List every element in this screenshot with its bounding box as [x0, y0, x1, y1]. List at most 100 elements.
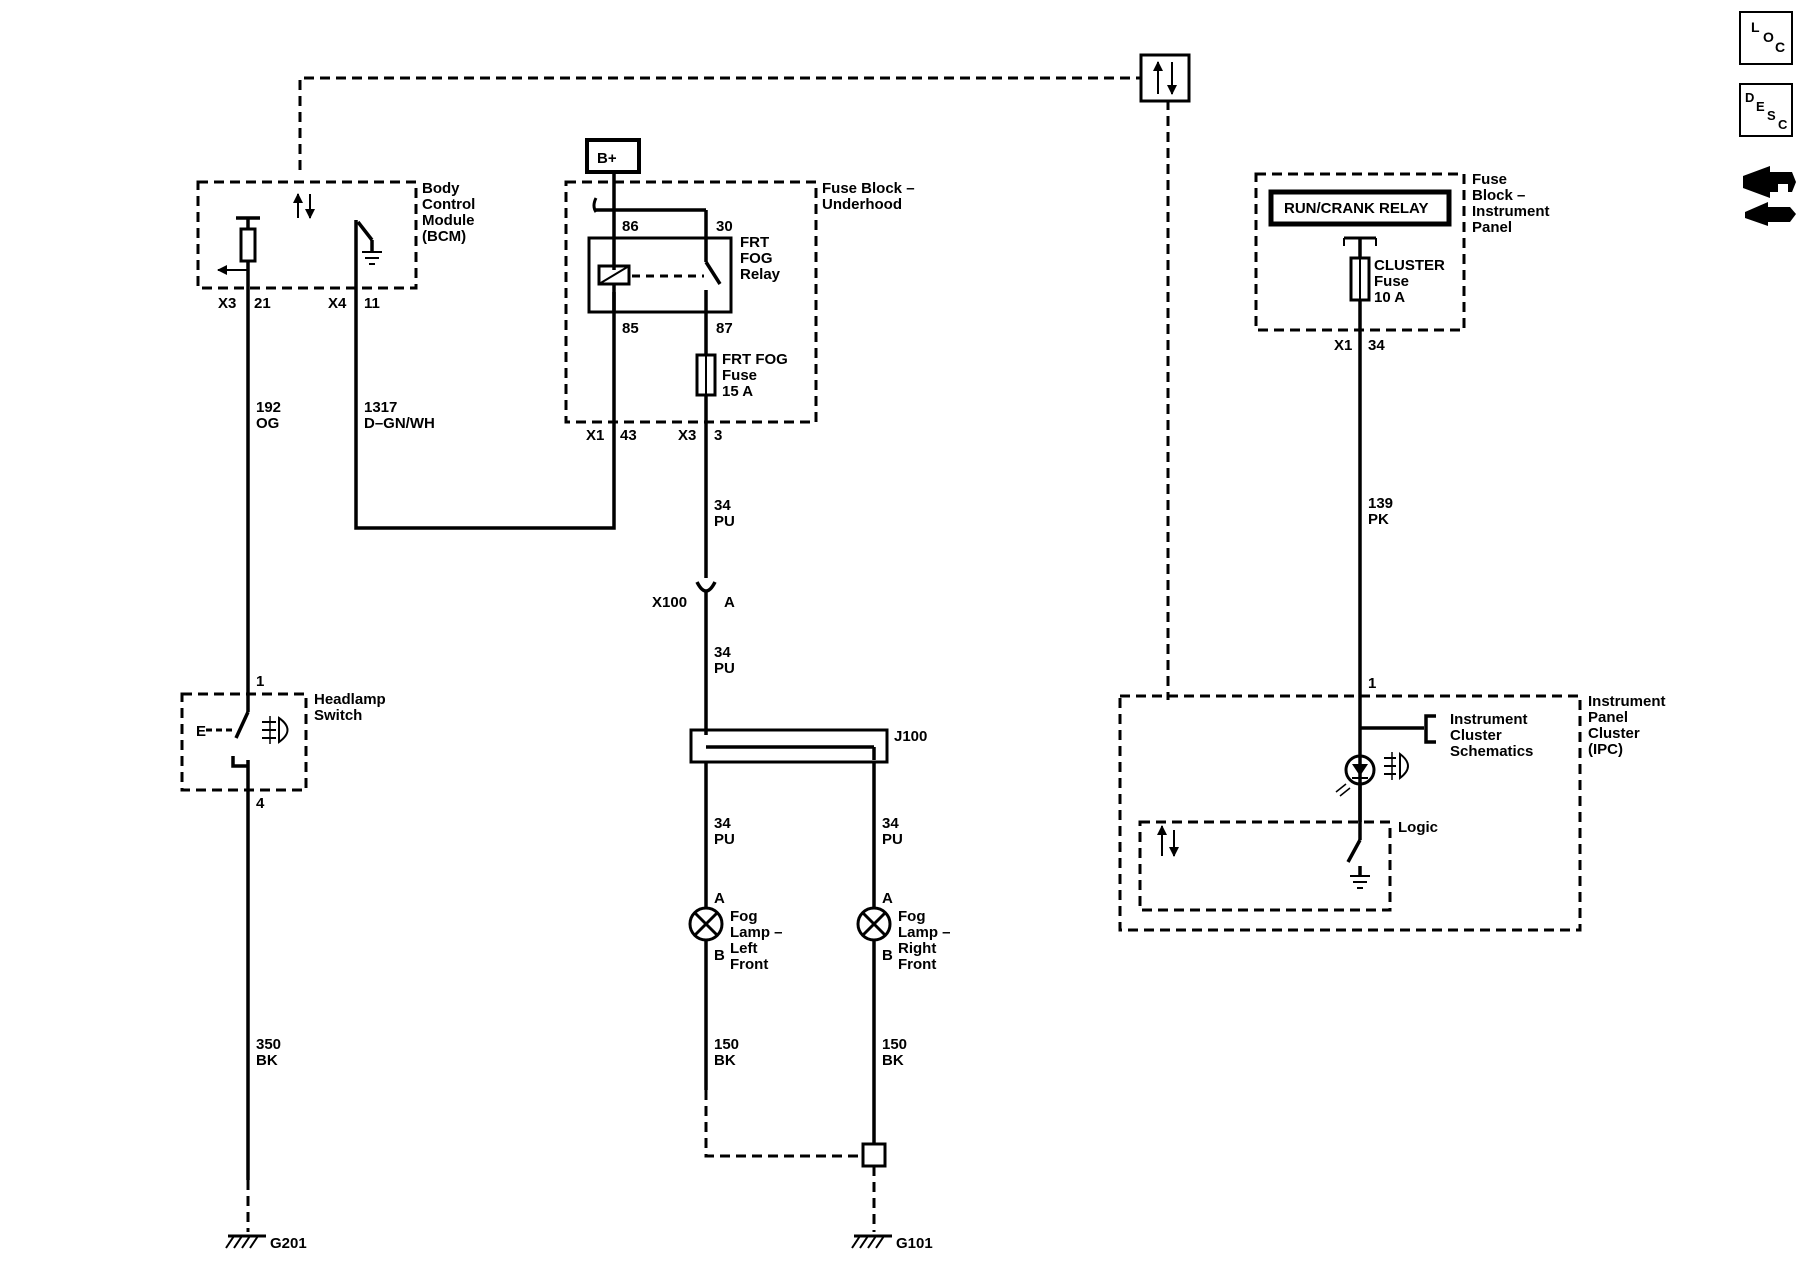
cluster-ref-label-1[interactable]: Instrument — [1450, 711, 1528, 728]
relay-label-3: Relay — [740, 266, 781, 283]
relay-label-1: FRT — [740, 234, 769, 251]
wire-34b-color: PU — [714, 660, 735, 677]
headlamp-label-1: Headlamp — [314, 691, 386, 708]
wire-1317 — [354, 220, 616, 530]
headlamp-switch-box — [180, 692, 308, 1180]
svg-text:L: L — [1751, 19, 1760, 35]
fbuh-pin-x1: X1 — [586, 427, 604, 444]
fog-left-label-3: Left — [730, 940, 758, 957]
fog-left-pin-b: B — [714, 947, 725, 964]
fuse-block-ip-label-1: Fuse — [1472, 171, 1507, 188]
headlamp-pin-1: 1 — [256, 673, 264, 690]
wire-1317-color: D–GN/WH — [364, 415, 435, 432]
relay-pin-87: 87 — [716, 320, 733, 337]
cluster-fuse-label-1: CLUSTER — [1374, 257, 1445, 274]
fbuh-pin-43: 43 — [620, 427, 637, 444]
wire-139-circuit: 139 — [1368, 495, 1393, 512]
ground-g101-label: G101 — [896, 1235, 933, 1252]
ipc-box — [1118, 694, 1582, 932]
fog-left-label-2: Lamp – — [730, 924, 783, 941]
bcm-pin-x4: X4 — [328, 295, 347, 312]
x100-name: X100 — [652, 594, 687, 611]
run-crank-relay-label: RUN/CRANK RELAY — [1284, 200, 1428, 217]
connector-view-icon[interactable] — [1743, 166, 1796, 226]
svg-text:E: E — [1756, 99, 1765, 114]
j100-name: J100 — [894, 728, 927, 745]
wire-34a-color: PU — [714, 513, 735, 530]
svg-text:C: C — [1778, 117, 1788, 132]
relay-pin-30: 30 — [716, 218, 733, 235]
bcm-pin-11: 11 — [364, 295, 380, 312]
fog-right-label-2: Lamp – — [898, 924, 951, 941]
frt-fog-relay — [587, 197, 733, 355]
relay-pin-86: 86 — [622, 218, 639, 235]
svg-text:O: O — [1763, 29, 1774, 45]
fog-lamp-right-icon — [856, 906, 892, 942]
headlamp-pin-4: 4 — [256, 795, 265, 812]
serial-data-line — [298, 76, 1170, 700]
wire-150l-color: BK — [714, 1052, 736, 1069]
wire-350-color: BK — [256, 1052, 278, 1069]
ground-g201-label: G201 — [270, 1235, 307, 1252]
svg-text:C: C — [1775, 39, 1785, 55]
wire-34a-circuit: 34 — [714, 497, 731, 514]
wire-34d-circuit: 34 — [882, 815, 899, 832]
location-icon[interactable]: L O C — [1739, 11, 1793, 65]
battery-label: B+ — [597, 150, 617, 167]
ground-g201-icon — [225, 1234, 266, 1249]
serial-data-icon — [1139, 53, 1191, 103]
wire-34c-circuit: 34 — [714, 815, 731, 832]
cluster-fuse-label-3: 10 A — [1374, 289, 1405, 306]
svg-text:S: S — [1767, 108, 1776, 123]
bcm-pin-x3: X3 — [218, 295, 236, 312]
fuse-block-uh-label-1: Fuse Block – — [822, 180, 915, 197]
description-icon[interactable]: D E S C — [1739, 83, 1793, 137]
ipc-label-3: Cluster — [1588, 725, 1640, 742]
fbip-pin-34: 34 — [1368, 337, 1385, 354]
bcm-pin-21: 21 — [254, 295, 271, 312]
connector-x100 — [695, 581, 717, 735]
cluster-ref-label-3[interactable]: Schematics — [1450, 743, 1533, 760]
fuse-block-ip-label-3: Instrument — [1472, 203, 1550, 220]
fog-left-label-1: Fog — [730, 908, 758, 925]
relay-pin-85: 85 — [622, 320, 639, 337]
cluster-fuse-label-2: Fuse — [1374, 273, 1409, 290]
ground-dashed-links — [704, 1090, 887, 1232]
headlamp-switch-letter: E — [196, 723, 206, 740]
wire-150r-color: BK — [882, 1052, 904, 1069]
bcm-label-3: Module — [422, 212, 475, 229]
ground-g101-icon — [851, 1234, 892, 1249]
wire-34c-color: PU — [714, 831, 735, 848]
fog-fuse-label-1: FRT FOG — [722, 351, 788, 368]
fuse-block-uh-label-2: Underhood — [822, 196, 902, 213]
relay-label-2: FOG — [740, 250, 773, 267]
fog-right-pin-a: A — [882, 890, 893, 907]
fog-fuse-label-3: 15 A — [722, 383, 753, 400]
wire-192-circuit: 192 — [256, 399, 281, 416]
cluster-ref-label-2[interactable]: Cluster — [1450, 727, 1502, 744]
wire-150r-circuit: 150 — [882, 1036, 907, 1053]
battery-source — [585, 138, 641, 210]
bcm-label-2: Control — [422, 196, 475, 213]
splice-j100 — [689, 728, 889, 764]
x100-pin: A — [724, 594, 735, 611]
fbuh-pin-3: 3 — [714, 427, 722, 444]
wire-350-circuit: 350 — [256, 1036, 281, 1053]
wire-34d-color: PU — [882, 831, 903, 848]
wire-150l-circuit: 150 — [714, 1036, 739, 1053]
bcm-box — [196, 180, 418, 290]
ipc-fog-indicator-icon — [1384, 751, 1409, 781]
fog-fuse-label-2: Fuse — [722, 367, 757, 384]
logic-label: Logic — [1398, 819, 1438, 836]
fog-right-label-1: Fog — [898, 908, 926, 925]
ipc-label-2: Panel — [1588, 709, 1628, 726]
ipc-pin-1: 1 — [1368, 675, 1376, 692]
bcm-label-1: Body — [422, 180, 460, 197]
wire-139-color: PK — [1368, 511, 1389, 528]
headlamp-label-2: Switch — [314, 707, 362, 724]
svg-text:D: D — [1745, 90, 1754, 105]
fuse-block-underhood-box — [564, 180, 818, 424]
fog-left-pin-a: A — [714, 890, 725, 907]
fbuh-pin-x3: X3 — [678, 427, 696, 444]
